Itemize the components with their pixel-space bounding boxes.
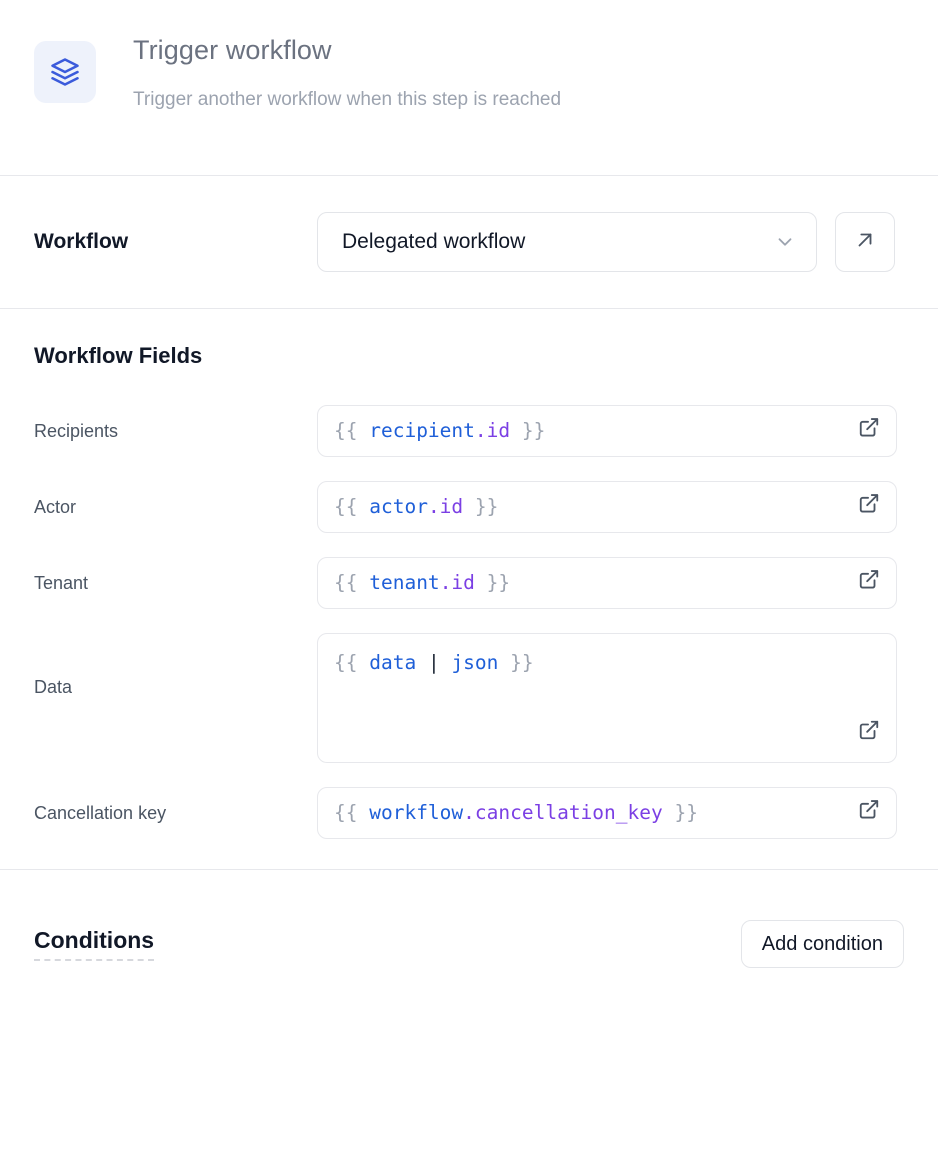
- divider-header: [0, 175, 938, 176]
- data-value: {{ data | json }}: [334, 651, 534, 674]
- workflow-select[interactable]: Delegated workflow: [317, 212, 817, 272]
- field-label-cancellation-key: Cancellation key: [34, 803, 167, 823]
- layers-icon: [34, 41, 96, 103]
- recipients-value: {{ recipient.id }}: [334, 419, 546, 443]
- field-row: Cancellation key {{ workflow.cancellatio…: [34, 787, 904, 839]
- workflow-row: Workflow Delegated workflow: [0, 176, 938, 308]
- external-link-icon[interactable]: [858, 492, 880, 521]
- chevron-down-icon: [774, 231, 796, 253]
- open-workflow-button[interactable]: [835, 212, 895, 272]
- tenant-value: {{ tenant.id }}: [334, 571, 511, 595]
- add-condition-button[interactable]: Add condition: [740, 920, 904, 968]
- tenant-input[interactable]: {{ tenant.id }}: [317, 557, 897, 609]
- arrow-up-right-icon: [854, 229, 876, 256]
- workflow-label: Workflow: [34, 230, 129, 253]
- field-row: Recipients {{ recipient.id }}: [34, 405, 904, 457]
- conditions-title: Conditions: [34, 927, 155, 961]
- header-text-group: Trigger workflow Trigger another workflo…: [133, 30, 561, 112]
- field-label-recipients: Recipients: [34, 421, 119, 441]
- external-link-icon[interactable]: [858, 416, 880, 445]
- recipients-input[interactable]: {{ recipient.id }}: [317, 405, 897, 457]
- external-link-icon[interactable]: [858, 568, 880, 597]
- external-link-icon[interactable]: [858, 719, 880, 748]
- divider-workflow: [0, 308, 938, 309]
- field-label-actor: Actor: [34, 497, 77, 517]
- workflow-fields-title: Workflow Fields: [34, 343, 203, 368]
- divider-conditions: [0, 869, 938, 870]
- workflow-select-value: Delegated workflow: [342, 230, 526, 253]
- page-subtitle: Trigger another workflow when this step …: [133, 88, 562, 110]
- actor-input[interactable]: {{ actor.id }}: [317, 481, 897, 533]
- workflow-fields-section: Workflow Fields Recipients {{ recipient.…: [0, 309, 938, 869]
- field-row: Tenant {{ tenant.id }}: [34, 557, 904, 609]
- data-input[interactable]: {{ data | json }}: [317, 633, 897, 763]
- conditions-section: Conditions Add condition: [0, 870, 938, 1018]
- page-title: Trigger workflow: [133, 35, 332, 65]
- field-label-data: Data: [34, 677, 73, 697]
- cancellation-key-input[interactable]: {{ workflow.cancellation_key }}: [317, 787, 897, 839]
- external-link-icon[interactable]: [858, 798, 880, 827]
- cancellation-key-value: {{ workflow.cancellation_key }}: [334, 801, 698, 825]
- field-row: Actor {{ actor.id }}: [34, 481, 904, 533]
- field-label-tenant: Tenant: [34, 573, 89, 593]
- field-row: Data {{ data | json }}: [34, 633, 904, 763]
- actor-value: {{ actor.id }}: [334, 495, 499, 519]
- step-header: Trigger workflow Trigger another workflo…: [0, 0, 938, 175]
